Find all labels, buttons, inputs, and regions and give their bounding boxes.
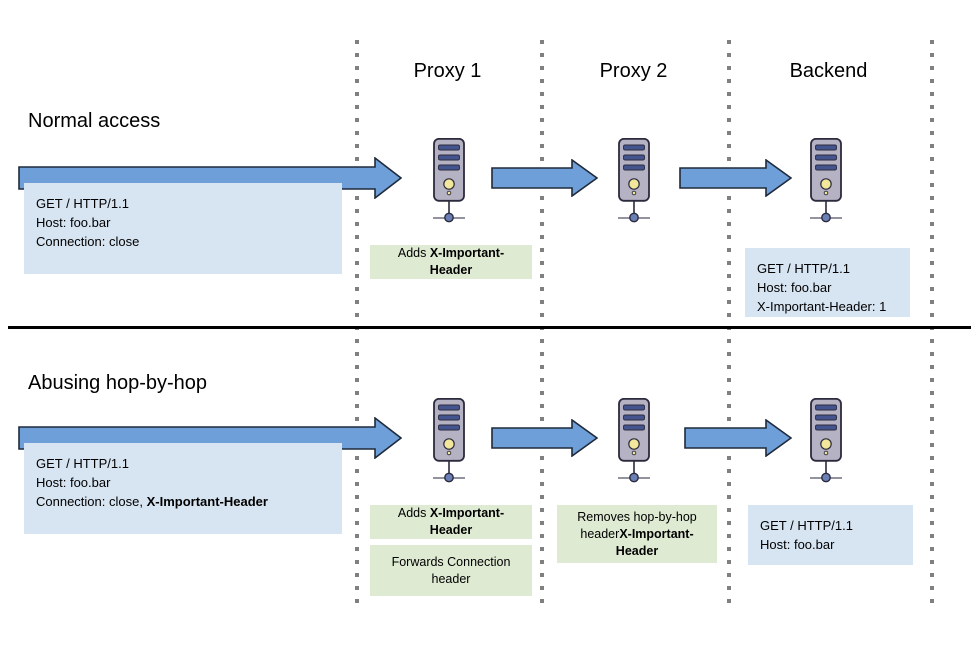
request-box-normal-access: GET / HTTP/1.1 Host: foo.bar Connection:…	[24, 183, 342, 274]
request-line: Host: foo.bar	[36, 215, 111, 230]
result-box-backend-normal: GET / HTTP/1.1 Host: foo.bar X-Important…	[745, 248, 910, 317]
section-divider	[8, 326, 971, 329]
server-icon-proxy1-normal	[426, 138, 472, 226]
result-line: GET / HTTP/1.1	[760, 518, 853, 533]
result-line: Host: foo.bar	[757, 280, 832, 295]
request-box-abusing-hop-by-hop: GET / HTTP/1.1 Host: foo.bar Connection:…	[24, 443, 342, 534]
request-line: Connection: close	[36, 234, 140, 249]
column-heading-proxy1: Proxy 1	[413, 60, 482, 82]
result-line: X-Important-Header: 1	[757, 299, 887, 314]
result-box-backend-abuse: GET / HTTP/1.1 Host: foo.bar	[748, 505, 913, 565]
column-separator-4	[930, 40, 934, 606]
server-icon-proxy2-normal	[611, 138, 657, 226]
section-title-normal-access: Normal access	[28, 110, 161, 132]
column-heading-backend: Backend	[789, 60, 868, 82]
arrow-proxy1-to-proxy2-normal	[491, 159, 598, 197]
note-proxy1-adds-header-abuse: Adds X-Important-Header	[370, 505, 532, 539]
note-text: Adds X-Important-Header	[397, 246, 505, 277]
note-text: Removes hop-by-hop headerX-Important-Hea…	[577, 509, 697, 558]
request-line: Connection: close, X-Important-Header	[36, 494, 268, 509]
arrow-proxy1-to-proxy2-abuse	[491, 419, 598, 457]
request-line: GET / HTTP/1.1	[36, 456, 129, 471]
note-text: Forwards Connection header	[391, 554, 511, 586]
section-title-abusing-hop-by-hop: Abusing hop-by-hop	[28, 372, 208, 394]
request-line: GET / HTTP/1.1	[36, 196, 129, 211]
column-separator-1	[355, 40, 359, 606]
server-icon-backend-normal	[803, 138, 849, 226]
column-separator-3	[727, 40, 731, 606]
note-text: Adds X-Important-Header	[397, 506, 505, 537]
request-line: Host: foo.bar	[36, 475, 111, 490]
arrow-proxy2-to-backend-abuse	[684, 419, 792, 457]
result-line: GET / HTTP/1.1	[757, 261, 850, 276]
column-separator-2	[540, 40, 544, 606]
server-icon-proxy1-abuse	[426, 398, 472, 486]
note-proxy2-removes-header-abuse: Removes hop-by-hop headerX-Important-Hea…	[557, 505, 717, 563]
result-line: Host: foo.bar	[760, 537, 835, 552]
arrow-proxy2-to-backend-normal	[679, 159, 792, 197]
server-icon-proxy2-abuse	[611, 398, 657, 486]
server-icon-backend-abuse	[803, 398, 849, 486]
note-proxy1-adds-header-normal: Adds X-Important-Header	[370, 245, 532, 279]
note-proxy1-forwards-connection-abuse: Forwards Connection header	[370, 545, 532, 596]
column-heading-proxy2: Proxy 2	[599, 60, 668, 82]
